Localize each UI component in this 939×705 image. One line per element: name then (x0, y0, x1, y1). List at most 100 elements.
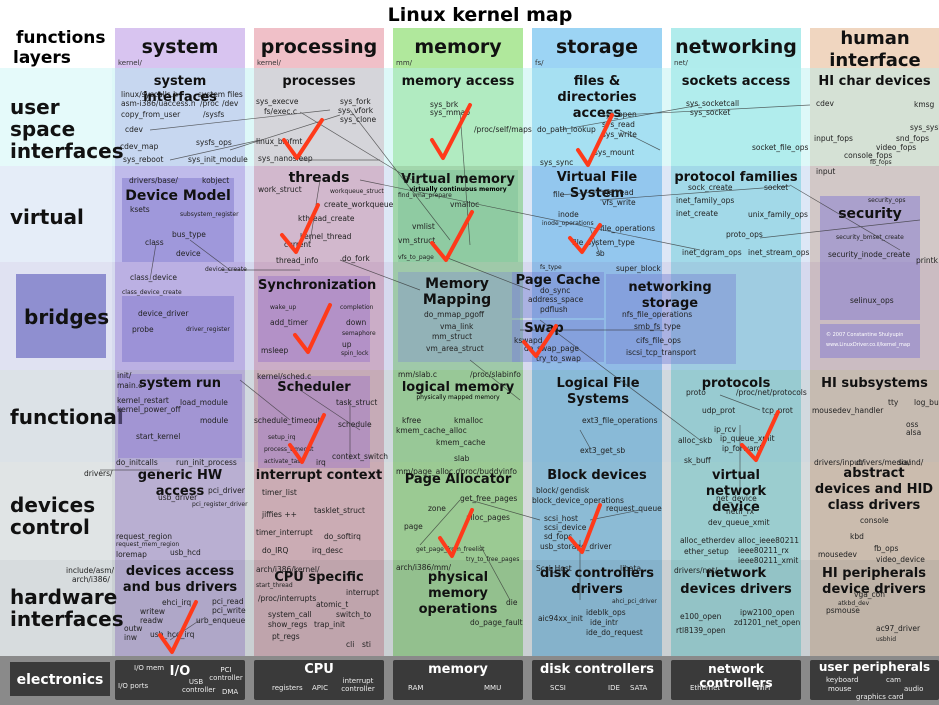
symbol-stor-19: kswapd (514, 336, 543, 345)
symbol-proc-14: thread_info (276, 256, 319, 265)
symbol-proc-1: fs/exec.c (264, 107, 298, 116)
symbol-proc-40: start_thread (256, 582, 293, 589)
symbol-hi-13: tty (888, 398, 899, 407)
symbol-hi-1: kmsg (914, 100, 935, 109)
cell-memory-bridges: Memory Mapping (422, 276, 492, 308)
column-header-human: human interface (829, 28, 921, 71)
symbol-mem-14: kfree (402, 416, 422, 425)
symbol-hi-9: security_ops (868, 197, 906, 204)
symbol-proc-35: timer_interrupt (256, 528, 313, 537)
system-run-box (118, 374, 242, 458)
symbol-hi-6: video_fops (876, 143, 917, 152)
symbol-sys-3: system files (198, 90, 243, 99)
symbol-proc-10: kthread_create (298, 214, 355, 223)
symbol-net-34: ipw2100_open (740, 608, 795, 617)
symbol-stor-27: request_queue (606, 504, 662, 513)
symbol-net-21: ip_forward (722, 444, 762, 453)
column-path-processing: kernel/ (257, 59, 281, 67)
symbol-proc-36: do_softirq (324, 532, 361, 541)
symbol-proc-25: schedule_timeout (254, 416, 321, 425)
symbol-sys-35: usb_driver (158, 493, 198, 502)
electronics-group-network (671, 660, 801, 700)
cell-storage-virtual: Virtual File System (556, 170, 638, 201)
symbol-sys-9: sysfs_ops (196, 138, 232, 147)
cell-storage-functional: Logical File Systems (556, 376, 640, 407)
symbol-sys-52: urb_enqueue (196, 616, 246, 625)
credit-line-2: www.LinuxDriver.co.il/kernel_map (826, 342, 911, 348)
symbol-net-13: cifs_file_ops (636, 336, 681, 345)
bridges-box (16, 274, 106, 358)
symbol-sys-6: /sysfs (203, 110, 225, 119)
symbol-sys-22: device_driver (138, 309, 189, 318)
symbol-mem-22: zone (428, 504, 446, 513)
symbol-sys-34: drivers/ (84, 469, 113, 478)
symbol-proc-31: irq (316, 458, 326, 467)
column-path-networking: net/ (674, 59, 688, 67)
symbol-net-9: inet_dgram_ops (682, 248, 742, 257)
row-label-devices: devices control (10, 493, 96, 539)
cell-human-hardware: HI peripherals device drivers (822, 566, 926, 597)
symbol-sys-20: class_device_create (122, 289, 182, 296)
symbol-proc-34: jiffies ++ (262, 510, 297, 519)
symbol-mem-9: vma_link (440, 322, 474, 331)
symbol-hi-5: console_fops (844, 151, 893, 160)
cell-networking-devices: virtual network device (705, 468, 767, 515)
symbol-stor-32: Scsi_Host (536, 564, 572, 573)
symbol-sys-16: bus_type (172, 230, 206, 239)
symbol-sys-51: pci_read (212, 597, 244, 606)
electronics-peripherals-sub-3: cam (886, 676, 901, 684)
symbol-proc-0: sys_execve (256, 97, 299, 106)
row-label-bridges: bridges (24, 305, 110, 329)
symbol-sys-1: asm-i386/uaccess.h (121, 99, 196, 108)
symbol-mem-16: kmem_cache_alloc (396, 426, 467, 435)
symbol-proc-30: activate_task (264, 458, 304, 465)
symbol-proc-19: up (342, 340, 352, 349)
cell-processing-devices: interrupt context (255, 468, 383, 483)
cell-system-hardware: devices access and bus drivers (122, 564, 238, 595)
symbol-hi-28: ac97_driver (876, 624, 921, 633)
symbol-proc-18: down (346, 318, 367, 327)
symbol-sys-28: kernel_power_off (117, 405, 181, 414)
symbol-hi-7: fb_fops (870, 159, 892, 166)
symbol-proc-21: semaphore (342, 330, 376, 337)
symbol-net-32: e100_open (680, 612, 722, 621)
electronics-peripherals-sub-4: audio (904, 685, 924, 693)
symbol-proc-24: task_struct (336, 398, 378, 407)
label-column (0, 68, 112, 656)
column-networking (671, 28, 801, 678)
symbol-stor-9: inode (558, 210, 579, 219)
cell-storage-devices: Block devices (547, 468, 647, 483)
cell-networking-user: sockets access (681, 74, 791, 89)
cell-networking-hardware: network devices drivers (680, 566, 792, 597)
symbol-net-30: ieee80211_rx (738, 546, 789, 555)
symbol-sys-2: copy_from_user (121, 110, 181, 119)
symbol-hi-17: alsa (906, 428, 922, 437)
symbol-stor-28: scsi_host (544, 514, 578, 523)
symbol-hi-20: sound/ (898, 458, 924, 467)
symbol-sys-38: request_region (116, 532, 172, 541)
column-memory (393, 28, 523, 678)
column-path-storage: fs/ (535, 59, 544, 67)
electronics-network-sub-1: WiFi (756, 684, 771, 692)
symbol-sys-7: cdev (125, 125, 143, 134)
cell-memory-hardware: physical memory operations (418, 570, 498, 617)
cell-storage-hardware: disk controllers drivers (540, 566, 654, 597)
symbol-proc-28: setup_irq (268, 434, 296, 441)
symbol-hi-27: psmouse (826, 606, 860, 615)
symbol-stor-34: aic94xx_init (538, 614, 583, 623)
electronics-disk-sub-0: SCSI (550, 684, 566, 692)
symbol-proc-43: atomic_t (316, 600, 349, 609)
symbol-hi-24: mousedev (818, 550, 857, 559)
symbol-net-27: alloc_etherdev (680, 536, 735, 545)
symbol-sys-19: class_device (130, 273, 178, 282)
vm-box (398, 170, 518, 262)
symbol-net-12: smb_fs_type (634, 322, 681, 331)
symbol-proc-38: irq_desc (312, 546, 343, 555)
cell-system-devices: generic HW access (137, 468, 223, 499)
cell-networking-functional: protocols (701, 376, 771, 391)
symbol-sys-37: pci_register_driver (192, 501, 248, 508)
row-label-user: user space interfaces (10, 95, 124, 163)
symbol-stor-38: ahci_pci_driver (612, 598, 657, 605)
symbol-net-3: sock_create (688, 183, 733, 192)
symbol-hi-2: sys_syslog (910, 123, 939, 132)
